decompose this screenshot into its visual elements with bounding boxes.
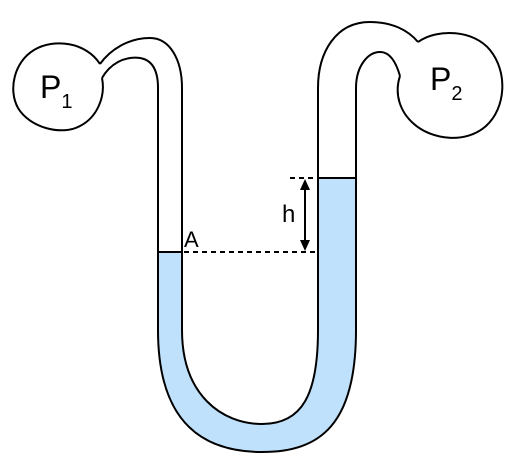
liquid-column bbox=[158, 178, 356, 452]
p2-label: P2 bbox=[430, 61, 462, 105]
point-a-label: A bbox=[184, 227, 199, 252]
height-arrow-head-top bbox=[300, 179, 310, 190]
height-label: h bbox=[282, 201, 295, 228]
left-connector-tube-inner bbox=[101, 56, 159, 89]
left-connector-tube bbox=[99, 36, 183, 89]
p1-bulb bbox=[12, 42, 104, 132]
p2-bulb bbox=[396, 32, 504, 139]
p2-subscript: 2 bbox=[451, 83, 462, 105]
u-tube-outer-wall bbox=[157, 88, 357, 454]
right-connector-tube-inner bbox=[355, 50, 401, 89]
p1-subscript: 1 bbox=[61, 91, 72, 113]
p1-label: P1 bbox=[40, 69, 72, 113]
u-tube-inner-wall bbox=[181, 88, 319, 426]
right-connector-tube bbox=[317, 20, 419, 89]
height-arrow-head-bottom bbox=[300, 240, 310, 251]
